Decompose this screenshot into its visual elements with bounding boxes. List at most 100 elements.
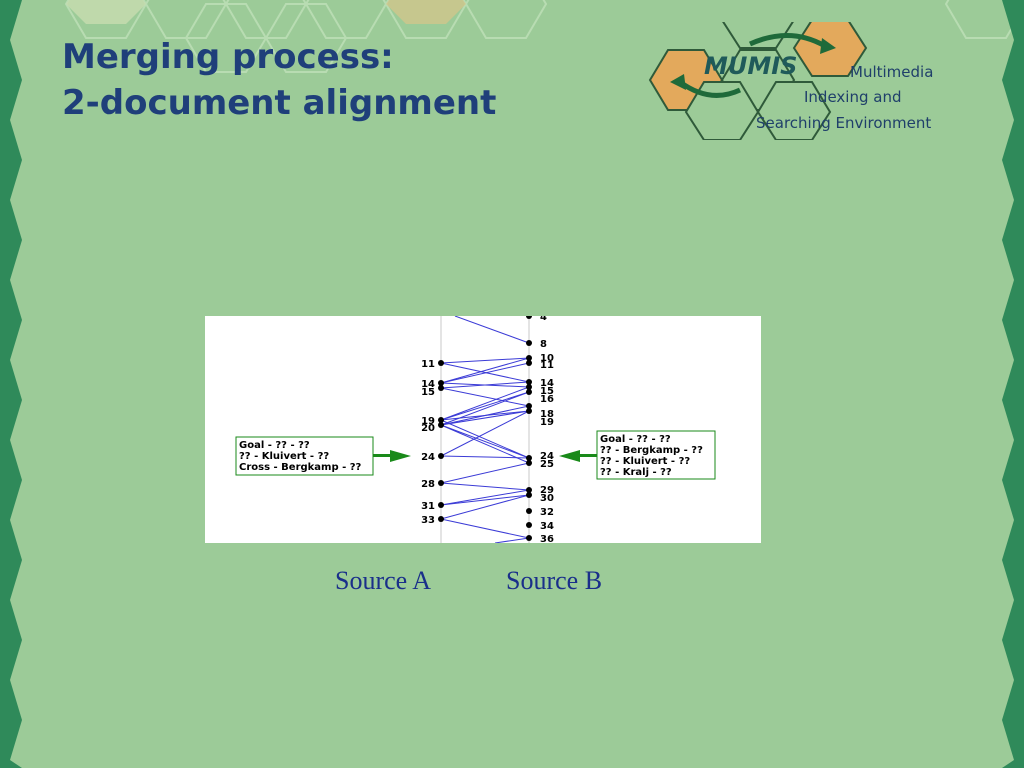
svg-text:11: 11: [540, 360, 554, 371]
source-b-point: 25: [526, 459, 554, 470]
alignment-link: [440, 357, 530, 364]
alignment-link: [440, 410, 530, 426]
logo-tagline-2: Indexing and: [804, 88, 901, 106]
source-a-point: 19: [421, 416, 444, 427]
source-b-point: 14: [526, 378, 554, 389]
alignment-link: [440, 386, 530, 421]
svg-text:19: 19: [421, 416, 435, 427]
source-a-point: 24: [421, 452, 444, 463]
event-box-b-line: Goal - ?? - ??: [600, 434, 671, 445]
alignment-link: [440, 387, 530, 407]
arrow-icon: [559, 450, 597, 462]
source-a-point: 31: [421, 501, 444, 512]
source-b-point: 11: [526, 360, 554, 371]
slide-title-line-2: 2-document alignment: [62, 83, 497, 123]
alignment-link: [440, 381, 530, 389]
slide-title-line-1: Merging process:: [62, 37, 394, 77]
source-b-point: 15: [526, 384, 554, 397]
alignment-link: [440, 362, 530, 384]
alignment-link: [440, 391, 530, 421]
event-box-b-line: ?? - Kluivert - ??: [600, 456, 690, 467]
mumis-logo: MUMIS Multimedia Indexing and Searching …: [648, 22, 933, 140]
logo-tagline-3: Searching Environment: [756, 114, 931, 132]
svg-text:25: 25: [540, 459, 554, 470]
arrow-icon: [373, 450, 411, 462]
svg-text:30: 30: [540, 493, 554, 504]
alignment-link: [440, 391, 530, 426]
alignment-link: [454, 316, 530, 344]
svg-text:29: 29: [540, 485, 554, 496]
event-box-a-line: ?? - Kluivert - ??: [239, 451, 329, 462]
source-a-point: 14: [421, 379, 444, 390]
source-b-point: 32: [526, 507, 554, 518]
logo-hexagon: [756, 81, 832, 140]
source-b-point: 29: [526, 485, 554, 496]
alignment-link: [440, 518, 530, 539]
source-b-point: 36: [526, 534, 554, 543]
svg-text:32: 32: [540, 507, 554, 518]
source-a-point: 15: [421, 385, 444, 398]
source-b-point: 18: [526, 403, 554, 420]
alignment-figure: 11 14 15 19 20 24 28 31 33 4 8 10 11 14 …: [205, 316, 761, 543]
source-a-point: 33: [421, 515, 444, 526]
alignment-link: [440, 489, 530, 506]
alignment-link: [440, 419, 530, 459]
left-border: [0, 0, 22, 768]
logo-hexagon: [722, 22, 794, 49]
logo-swoosh: [678, 79, 742, 98]
event-box-source-a: Goal - ?? - ?? ?? - Kluivert - ?? Cross …: [235, 436, 374, 476]
logo-name: MUMIS: [704, 52, 797, 80]
source-a-point: 28: [421, 479, 444, 490]
source-b-point: 10: [526, 353, 554, 364]
event-box-a-line: Cross - Bergkamp - ??: [239, 462, 362, 473]
logo-swoosh: [748, 33, 827, 49]
logo-arrowhead: [820, 38, 836, 54]
svg-text:28: 28: [421, 479, 435, 490]
caption-source-b: Source B: [506, 566, 603, 595]
source-b-point: 30: [526, 492, 554, 504]
source-b-points: 4 8 10 11 14 15 16 18 19 24 25 29 30 32 …: [526, 316, 554, 543]
hexagon-accent: [66, 0, 146, 24]
svg-text:15: 15: [540, 386, 554, 397]
source-b-point: 16: [526, 389, 554, 405]
alignment-link: [494, 537, 530, 543]
event-box-b-line: ?? - Bergkamp - ??: [600, 445, 703, 456]
hexagon-accent: [386, 0, 466, 24]
caption-source-a: Source A: [335, 566, 432, 595]
svg-text:14: 14: [421, 379, 435, 390]
alignment-link: [440, 455, 530, 459]
svg-text:16: 16: [540, 394, 554, 405]
source-b-point: 4: [526, 316, 547, 323]
svg-text:24: 24: [421, 452, 435, 463]
svg-text:31: 31: [421, 501, 435, 512]
alignment-link: [440, 424, 530, 459]
source-b-point: 24: [526, 451, 554, 462]
alignment-link: [440, 424, 530, 464]
svg-text:33: 33: [421, 515, 435, 526]
alignment-link: [440, 482, 530, 491]
alignment-link: [440, 357, 530, 384]
event-box-source-b: Goal - ?? - ?? ?? - Bergkamp - ?? ?? - K…: [596, 430, 716, 480]
svg-text:15: 15: [421, 387, 435, 398]
logo-tagline-1: Multimedia: [850, 63, 933, 81]
logo-arrowhead: [670, 74, 686, 90]
event-box-a-line: Goal - ?? - ??: [239, 440, 310, 451]
svg-text:24: 24: [540, 451, 554, 462]
svg-text:4: 4: [540, 316, 547, 323]
source-b-point: 19: [526, 408, 554, 428]
alignment-link: [440, 462, 530, 484]
svg-text:20: 20: [421, 423, 435, 434]
svg-text:34: 34: [540, 521, 554, 532]
source-a-point: 20: [421, 422, 444, 434]
alignment-link: [440, 494, 530, 520]
source-b-point: 34: [526, 521, 554, 532]
alignment-link: [440, 405, 530, 426]
source-a-points: 11 14 15 19 20 24 28 31 33: [421, 359, 444, 526]
event-box-b-line: ?? - Kralj - ??: [600, 467, 672, 478]
alignment-link: [440, 410, 530, 457]
svg-text:11: 11: [421, 359, 435, 370]
alignment-link: [440, 494, 530, 506]
right-border: [1002, 0, 1024, 768]
svg-text:18: 18: [540, 409, 554, 420]
